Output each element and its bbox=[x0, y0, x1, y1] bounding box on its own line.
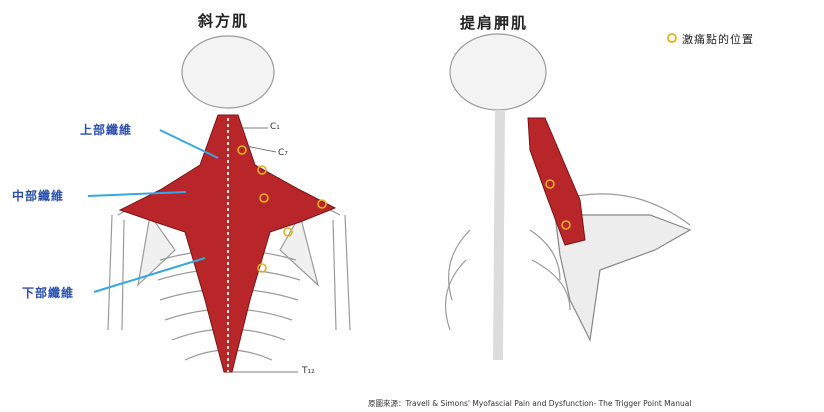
vertebra-t12-label: T₁₂ bbox=[302, 366, 315, 376]
legend-text: 激痛點的位置 bbox=[682, 31, 754, 47]
label-upper-fibers: 上部纖維 bbox=[80, 121, 132, 138]
right-figure-title: 提肩胛肌 bbox=[460, 12, 528, 33]
label-lower-fibers: 下部纖維 bbox=[22, 284, 74, 301]
vertebra-c1-label: C₁ bbox=[270, 122, 280, 132]
vertebra-c7-label: C₇ bbox=[278, 148, 288, 158]
source-credit: 原圖來源：Travell & Simons' Myofascial Pain a… bbox=[368, 398, 691, 409]
left-figure-title: 斜方肌 bbox=[198, 10, 249, 31]
legend-marker-icon bbox=[668, 34, 676, 42]
label-middle-fibers: 中部纖維 bbox=[12, 187, 64, 204]
